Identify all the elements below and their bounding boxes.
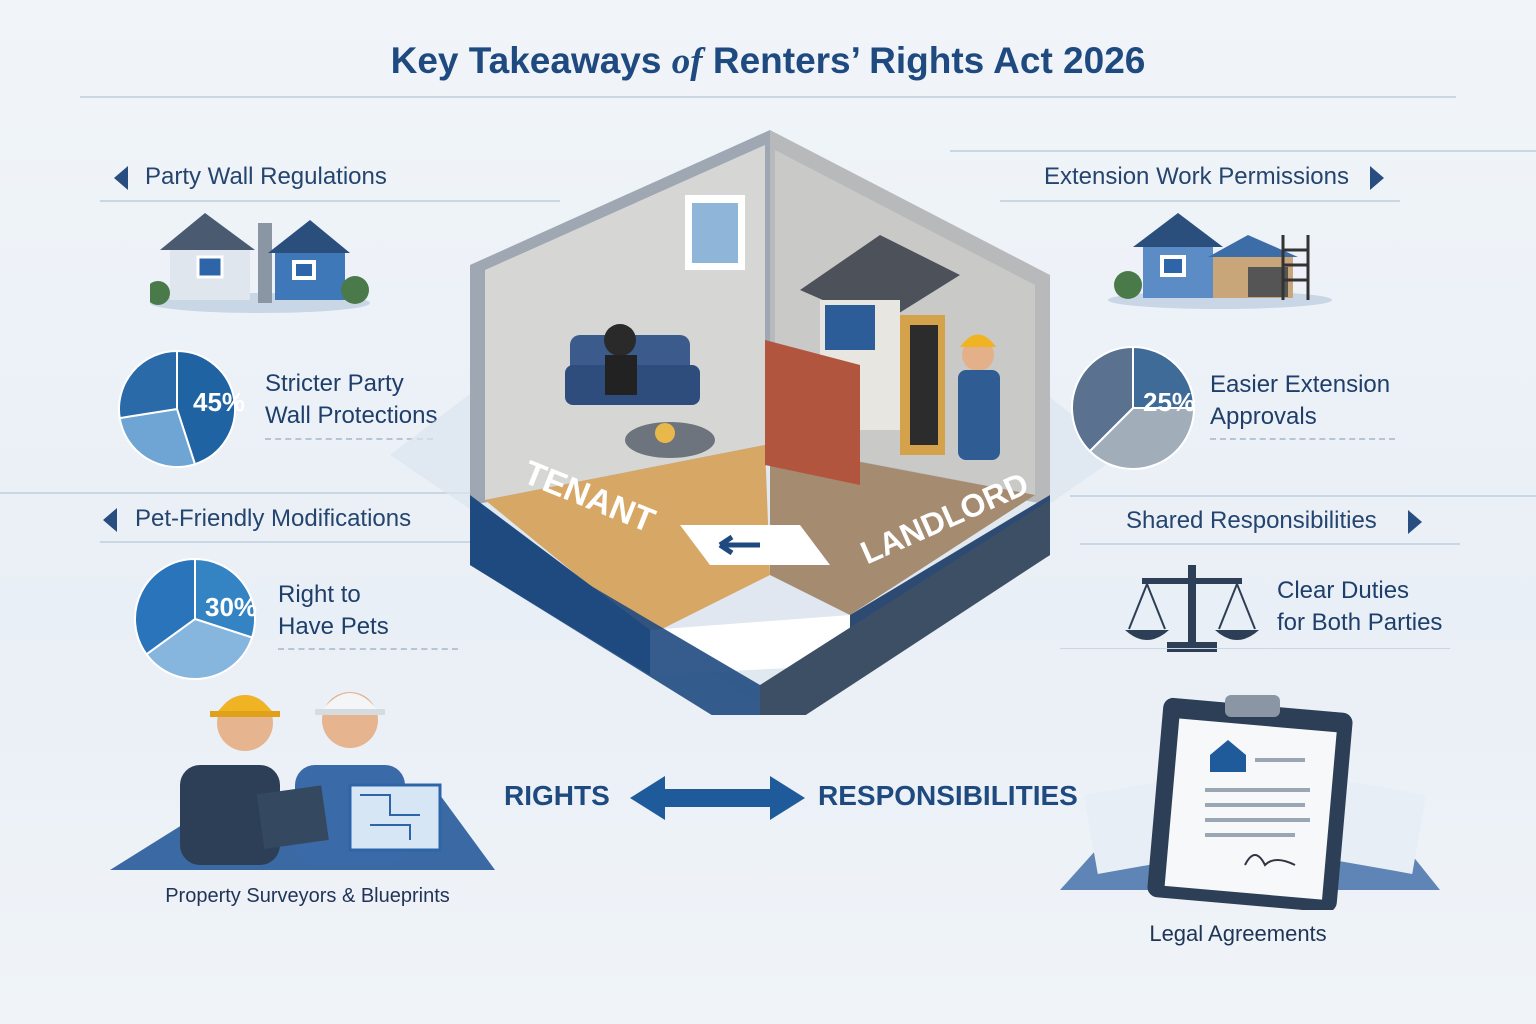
divider <box>1070 495 1536 497</box>
responsibilities-label: RESPONSIBILITIES <box>818 780 1078 811</box>
duties-label: Clear Duties for Both Parties <box>1277 575 1442 639</box>
pie-slice-highlight <box>176 349 236 466</box>
house-icon <box>150 213 370 313</box>
pie-chart-icon <box>134 557 256 680</box>
divider <box>265 438 433 440</box>
pie-slice <box>118 407 197 468</box>
section-party-wall: Party Wall Regulations <box>145 163 387 190</box>
stat-label: Right to Have Pets <box>278 579 389 643</box>
chevron-left-icon <box>103 508 117 532</box>
section-extension: Extension Work Permissions <box>1044 163 1349 190</box>
pie-chart-icon <box>1071 345 1196 470</box>
divider <box>950 150 1536 152</box>
stat-value: 45% <box>193 387 246 417</box>
pie-slice <box>118 349 178 420</box>
stat-label-line: Have Pets <box>278 613 389 640</box>
scales-icon <box>1125 565 1259 652</box>
stat-label-line: Approvals <box>1210 403 1317 430</box>
section-shared: Shared Responsibilities <box>1126 507 1377 534</box>
pie-slice-highlight <box>1132 345 1196 409</box>
section-pet-friendly: Pet-Friendly Modifications <box>135 505 412 532</box>
stat-label-line: Right to <box>278 581 361 608</box>
stat-label-line: Wall Protections <box>265 402 438 429</box>
chevron-left-icon <box>114 166 128 190</box>
pie-slice <box>145 617 254 680</box>
divider <box>1060 648 1450 649</box>
pie-slice-highlight <box>194 557 256 639</box>
pie-slice <box>134 557 196 656</box>
room-illustration <box>390 130 1120 715</box>
caption-surveyors: Property Surveyors & Blueprints <box>165 885 450 907</box>
chevron-right-icon <box>1370 166 1384 190</box>
clipboard-icon <box>1060 695 1440 910</box>
divider <box>278 648 458 650</box>
pie-slice <box>1088 407 1196 470</box>
chevron-right-icon <box>1408 510 1422 534</box>
surveyor-icon <box>110 692 495 870</box>
stat-value: 25% <box>1143 387 1196 417</box>
title-divider <box>80 96 1456 98</box>
pie-chart-icon <box>118 349 236 468</box>
divider <box>100 541 480 543</box>
rights-label: RIGHTS <box>504 780 610 811</box>
page-title: Key Takeaways of Renters’ Rights Act 202… <box>0 40 1536 83</box>
stat-value: 30% <box>205 592 258 622</box>
duties-line: Clear Duties <box>1277 577 1410 604</box>
divider <box>1210 438 1395 440</box>
divider <box>0 492 480 494</box>
title-of: of <box>671 41 703 82</box>
caption-legal: Legal Agreements <box>1149 921 1327 946</box>
pie-slice <box>1071 345 1134 453</box>
stat-label-line: Easier Extension <box>1210 371 1391 398</box>
title-text-2: Renters’ Rights Act 2026 <box>702 40 1146 81</box>
divider <box>100 200 560 202</box>
stat-label-line: Stricter Party <box>265 370 404 397</box>
house-icon <box>1108 213 1332 309</box>
duties-line: for Both Parties <box>1277 609 1443 636</box>
double-arrow-icon <box>630 776 805 820</box>
divider <box>1000 200 1400 202</box>
title-text: Key Takeaways <box>390 40 672 81</box>
divider <box>1080 543 1460 545</box>
